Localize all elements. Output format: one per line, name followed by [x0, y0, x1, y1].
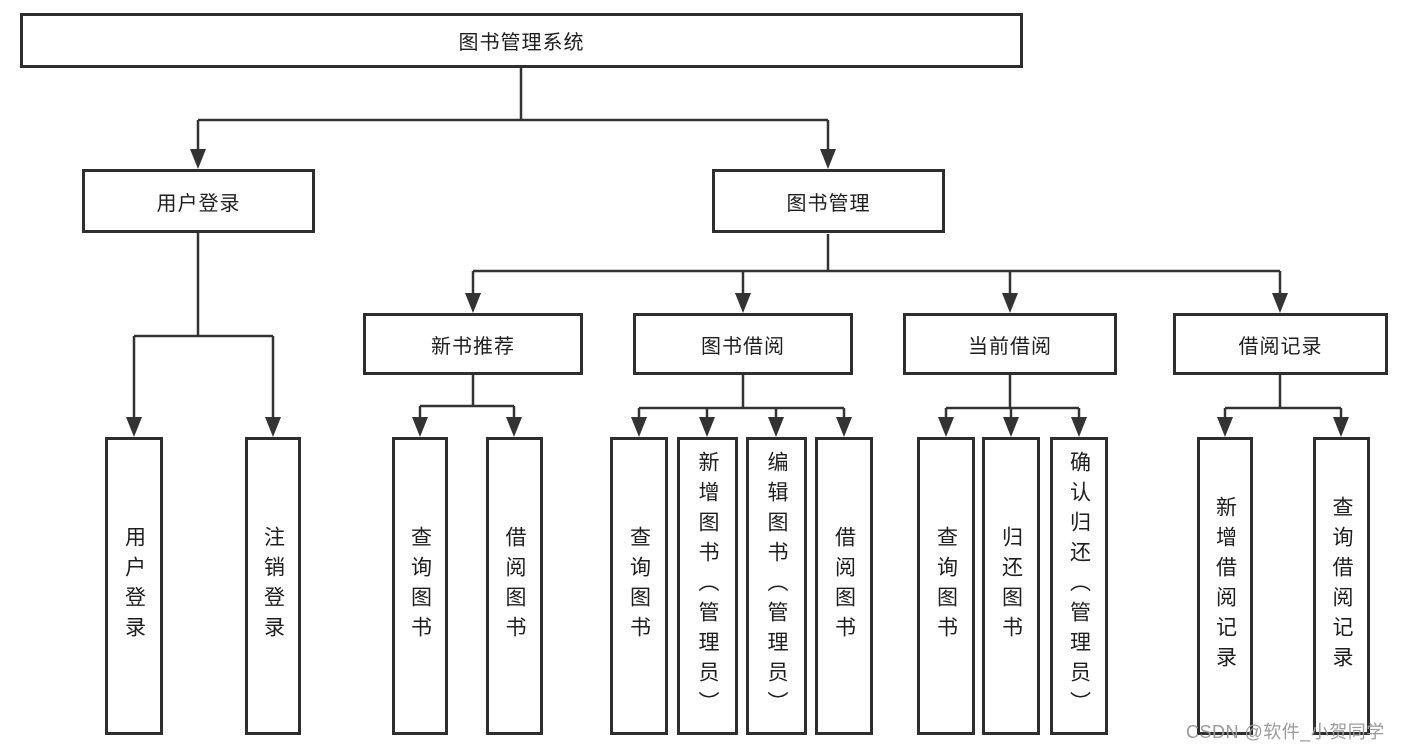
leaf-logout: 注销登录 [245, 437, 301, 735]
leaf-label: 确认归还（管理员） [1067, 451, 1091, 721]
leaf-label: 查询借阅记录 [1330, 496, 1353, 676]
leaf-label: 用户登录 [122, 526, 146, 646]
leaf-label: 新增借阅记录 [1213, 496, 1237, 676]
leaf-query-books-current: 查询图书 [917, 437, 975, 735]
leaf-add-borrow-record: 新增借阅记录 [1197, 437, 1253, 735]
node-current-borrowing: 当前借阅 [903, 313, 1117, 375]
leaf-label: 新增图书（管理员） [696, 451, 719, 721]
leaf-label: 查询图书 [934, 526, 958, 646]
node-label: 图书管理系统 [458, 32, 585, 54]
leaf-label: 编辑图书（管理员） [765, 451, 788, 721]
node-label: 当前借阅 [968, 335, 1052, 358]
leaf-query-books-recommend: 查询图书 [392, 437, 448, 735]
leaf-query-books-borrowing: 查询图书 [610, 437, 668, 735]
node-borrowing-records: 借阅记录 [1173, 313, 1388, 375]
node-root-library-system: 图书管理系统 [20, 13, 1023, 68]
leaf-query-borrow-record: 查询借阅记录 [1313, 437, 1370, 735]
node-user-login-branch: 用户登录 [82, 169, 315, 233]
node-label: 借阅记录 [1238, 335, 1323, 358]
leaf-label: 查询图书 [408, 526, 432, 646]
node-label: 新书推荐 [431, 335, 515, 358]
node-book-borrowing: 图书借阅 [633, 313, 853, 375]
leaf-borrow-books-recommend: 借阅图书 [486, 437, 543, 735]
leaf-label: 查询图书 [627, 526, 651, 646]
leaf-confirm-return-admin: 确认归还（管理员） [1050, 437, 1108, 735]
leaf-edit-books-admin: 编辑图书（管理员） [746, 437, 807, 735]
node-book-management-branch: 图书管理 [712, 169, 945, 233]
leaf-return-books: 归还图书 [982, 437, 1040, 735]
leaf-add-books-admin: 新增图书（管理员） [677, 437, 738, 735]
leaf-user-login: 用户登录 [105, 437, 163, 735]
node-label: 图书管理 [786, 192, 871, 215]
csdn-watermark: CSDN @软件_小贺同学 [1186, 722, 1385, 742]
leaf-label: 注销登录 [261, 526, 285, 646]
leaf-borrow-books-borrowing: 借阅图书 [815, 437, 873, 735]
arrowhead-icons [126, 149, 1349, 437]
node-new-book-recommend: 新书推荐 [363, 313, 583, 375]
leaf-label: 借阅图书 [503, 526, 526, 646]
leaf-label: 归还图书 [999, 526, 1023, 646]
leaf-label: 借阅图书 [832, 526, 856, 646]
node-label: 图书借阅 [701, 335, 785, 358]
node-label: 用户登录 [156, 192, 241, 215]
